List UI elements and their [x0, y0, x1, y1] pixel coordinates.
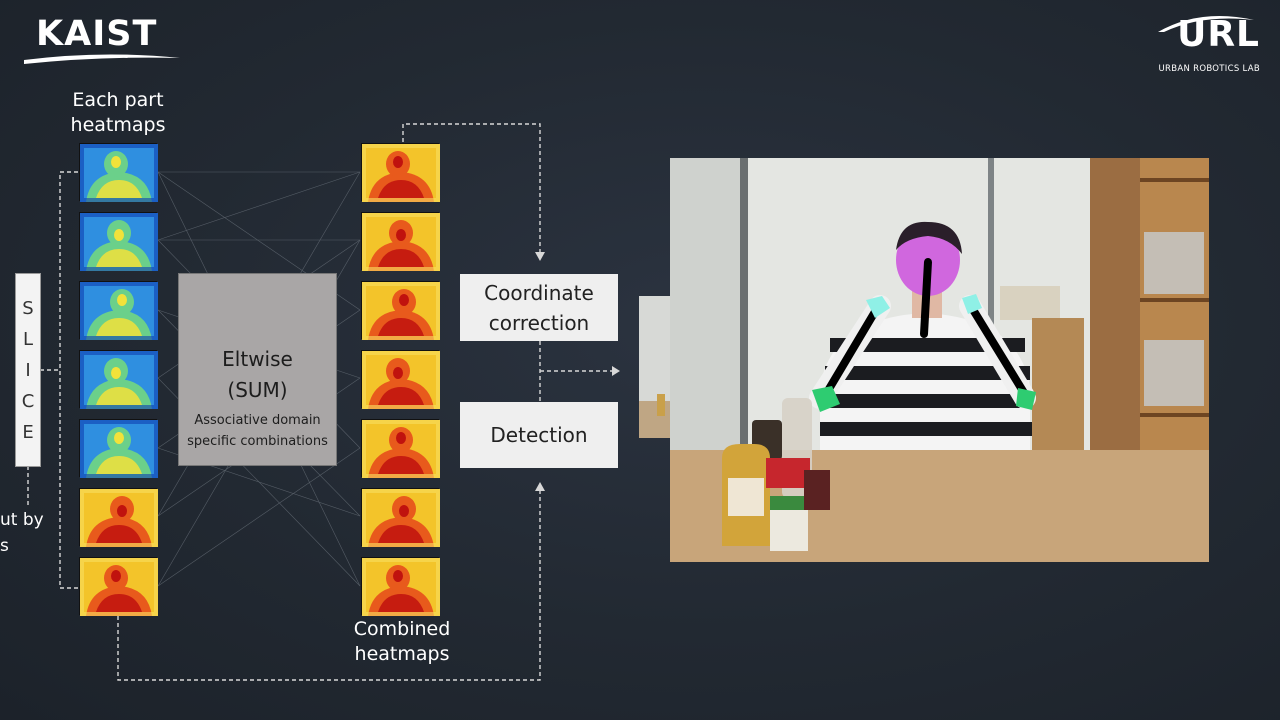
- part-heatmap: [79, 212, 158, 271]
- url-logo-subtitle: URBAN ROBOTICS LAB: [1158, 64, 1260, 74]
- combined-heatmap: [361, 143, 440, 202]
- eltwise-subtitle-line2: specific combinations: [187, 434, 328, 449]
- combined-heatmap: [361, 212, 440, 271]
- eltwise-title: Eltwise: [222, 347, 293, 371]
- combined-heatmaps-label: Combined heatmaps: [340, 617, 464, 667]
- eltwise-operation: (SUM): [227, 378, 288, 402]
- part-heatmap: [79, 350, 158, 409]
- part-heatmap: [79, 143, 158, 202]
- pose-estimation-video-frame: [670, 158, 1209, 562]
- part-heatmap: [79, 419, 158, 478]
- combined-heatmap: [361, 281, 440, 340]
- slice-letter: I: [25, 359, 31, 381]
- cut-left-line1: ut by: [0, 510, 44, 530]
- combined-heatmap: [361, 557, 440, 616]
- slice-letter: L: [22, 328, 34, 350]
- slice-letter: E: [22, 421, 34, 443]
- eltwise-sum-box: Eltwise (SUM) Associative domain specifi…: [178, 273, 337, 466]
- coord-line2: correction: [488, 310, 590, 335]
- kaist-logo: KAIST: [22, 14, 182, 70]
- dashed-arrows: [27, 123, 612, 681]
- coordinate-correction-box: Coordinate correction: [460, 274, 618, 341]
- cut-left-line2: s: [0, 536, 9, 556]
- arrow-down-icon: [535, 252, 545, 261]
- combined-heatmap: [361, 488, 440, 547]
- part-heatmap: [79, 557, 158, 616]
- kaist-logo-text: KAIST: [36, 14, 158, 54]
- combined-heatmap: [361, 419, 440, 478]
- combined-line2: heatmaps: [354, 643, 450, 665]
- arrow-heads: [535, 252, 620, 491]
- slice-letter: C: [21, 390, 35, 412]
- detection-label: Detection: [490, 423, 588, 447]
- cut-off-left-label: ut by s: [0, 507, 44, 559]
- coord-line1: Coordinate: [484, 280, 594, 305]
- part-heatmap: [79, 281, 158, 340]
- combined-line1: Combined: [353, 618, 451, 640]
- kaist-swoosh-icon: [24, 54, 180, 64]
- url-swoosh-icon: [1158, 16, 1254, 32]
- url-logo: URL URBAN ROBOTICS LAB: [1150, 14, 1260, 78]
- arrow-right-icon: [612, 366, 620, 376]
- each-part-heatmaps-label: Each part heatmaps: [58, 88, 178, 138]
- each-part-line2: heatmaps: [70, 114, 166, 136]
- eltwise-subtitle-line1: Associative domain: [194, 413, 321, 428]
- skeleton-lines: [822, 258, 1030, 400]
- slice-letter: S: [22, 297, 34, 319]
- each-part-line1: Each part: [72, 89, 164, 111]
- combined-heatmap: [361, 350, 440, 409]
- url-logo-text: URL: [1177, 14, 1260, 55]
- detection-box: Detection: [460, 402, 618, 468]
- part-heatmap: [79, 488, 158, 547]
- previous-frame-thumbnail: [639, 296, 670, 438]
- arrow-up-icon: [535, 482, 545, 491]
- slice-layer-box: S L I C E: [15, 273, 41, 467]
